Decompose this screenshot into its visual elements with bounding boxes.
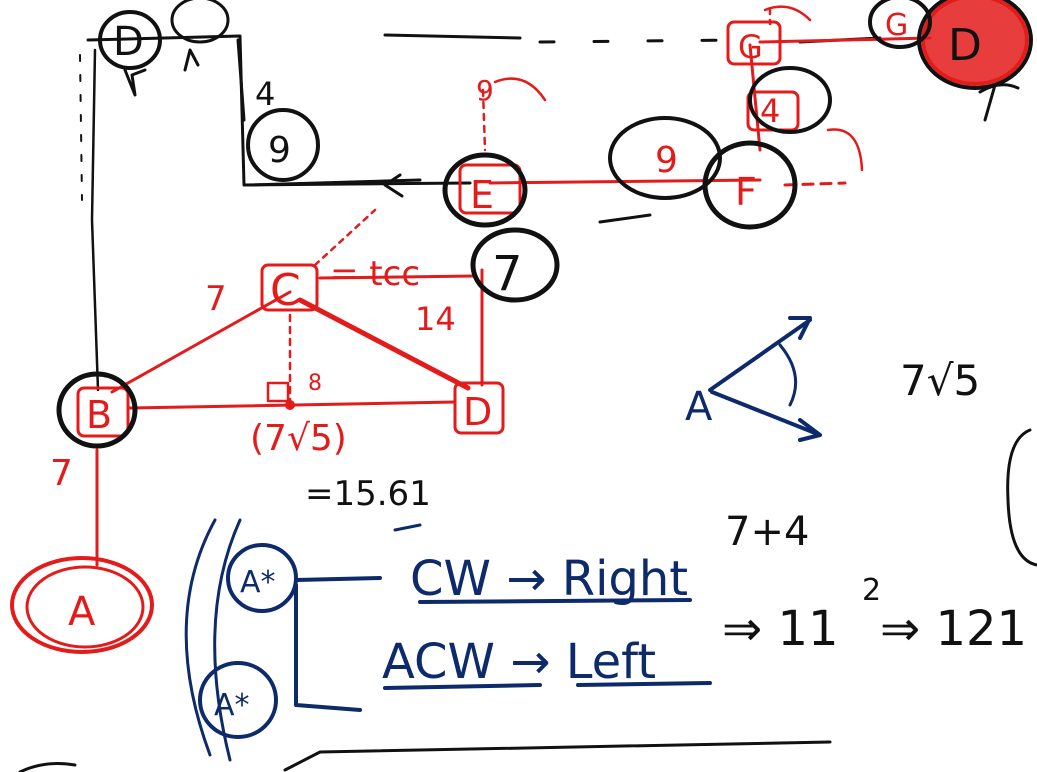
number-nine-mid: 9 [655, 140, 678, 181]
node-label-e: E [470, 173, 494, 217]
power-arrow-eleven: ⇒ 11 [722, 601, 839, 657]
node-label-a: A [68, 589, 96, 635]
edge-label-four-left: 4 [255, 75, 275, 113]
approx-value: =15.61 [305, 474, 431, 514]
number-nine-dotted: 9 [476, 74, 494, 107]
number-four-right: 4 [760, 92, 780, 130]
node-label-d-top: D [113, 19, 144, 65]
seven-plus-four: 7+4 [725, 509, 809, 555]
edge-label-eight: 8 [308, 371, 322, 396]
root-expression: (7√5) [250, 418, 347, 459]
star-top: A* [240, 565, 276, 600]
red-labels: C B D E F G G D A 9 4 7 9 7 14 7 = tcc 8… [50, 8, 982, 635]
midpoint-dot [285, 400, 295, 410]
edge-label-seven-ba: 7 [50, 453, 73, 494]
number-seven-box: 7 [492, 246, 523, 302]
red-node-shapes [10, 0, 1029, 654]
node-label-b: B [86, 393, 112, 437]
edge-label-seven-bc: 7 [205, 279, 227, 319]
node-label-c: C [270, 265, 301, 316]
root-right: 7√5 [900, 356, 980, 405]
rule-cw-right: CW → Right [410, 551, 688, 607]
node-label-g-top: G [738, 28, 763, 66]
number-nine-left: 9 [268, 130, 291, 171]
node-label-d-bottom: D [463, 390, 492, 434]
navy-labels: A A* A* CW → Right ACW → Left [214, 384, 713, 723]
node-label-f-mid: F [735, 170, 757, 214]
navy-drawings [184, 316, 822, 762]
black-node-circles [56, 0, 1033, 449]
power-exponent: 2 [862, 573, 881, 608]
edge-label-fourteen-cd: 14 [415, 300, 456, 338]
rule-acw-left: ACW → Left [382, 634, 656, 690]
power-result: ⇒ 121 [880, 601, 1027, 657]
black-labels: D F 9 4 =15.61 7√5 7+4 ⇒ 11 2 ⇒ 121 [113, 19, 1027, 657]
angle-label-a: A [685, 384, 713, 430]
node-label-d-right: D [948, 20, 982, 71]
star-bottom: A* [214, 688, 250, 723]
node-label-g-right: G [885, 8, 908, 43]
red-graph-edges [95, 5, 932, 567]
edge-label-tcc: = tcc [330, 254, 420, 294]
